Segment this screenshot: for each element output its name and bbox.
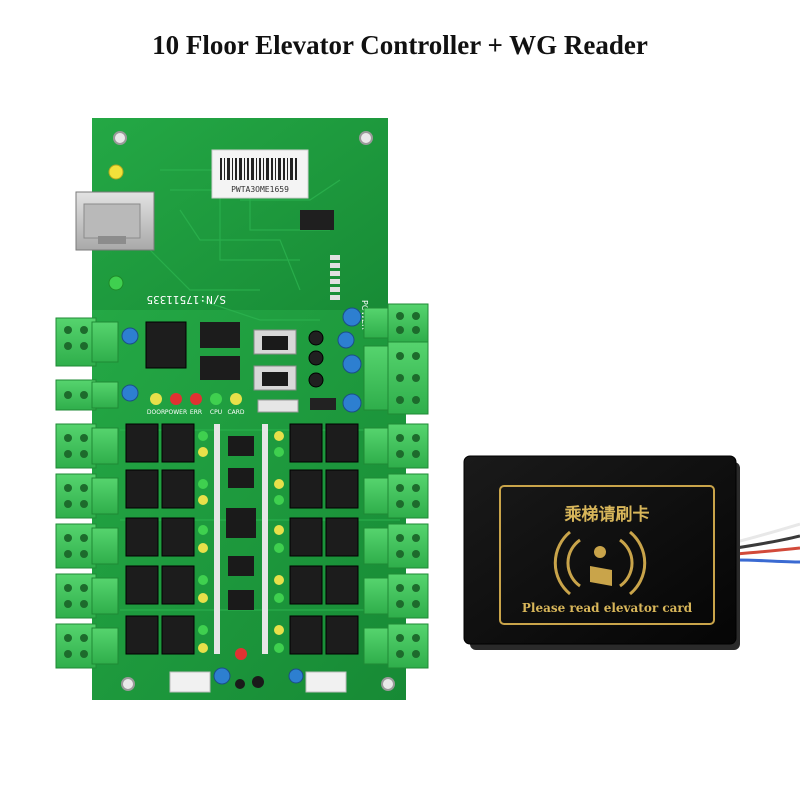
relay <box>161 565 195 605</box>
reader-wires <box>735 522 800 564</box>
green-led <box>108 275 124 291</box>
reader-frame <box>499 485 715 625</box>
rj45-port <box>75 191 155 251</box>
chip <box>200 356 240 380</box>
capacitor <box>342 354 362 374</box>
page-title: 10 Floor Elevator Controller + WG Reader <box>152 30 648 60</box>
power-relay <box>145 321 187 369</box>
relay <box>125 565 159 605</box>
fuse <box>257 399 299 413</box>
relay <box>325 423 359 463</box>
terminal-blocks-right <box>363 303 429 669</box>
led-label-door: DOOR <box>147 409 165 416</box>
electrolytic-capacitor <box>308 372 324 388</box>
voltage-regulator <box>253 365 297 391</box>
capacitor <box>213 667 231 685</box>
rfid-card-icon <box>553 530 647 596</box>
reader-chinese-label: 乘梯请刷卡 <box>564 504 650 525</box>
relay <box>125 469 159 509</box>
led-label-power: POWER <box>165 409 187 416</box>
relay <box>161 423 195 463</box>
relay <box>289 517 323 557</box>
capacitor <box>121 384 139 402</box>
yellow-led <box>108 164 124 180</box>
relay <box>325 517 359 557</box>
relay <box>289 615 323 655</box>
mount-hole <box>359 131 373 145</box>
barcode-text: PWTA3OME1659 <box>231 185 289 194</box>
relay <box>125 615 159 655</box>
status-led <box>230 393 242 405</box>
relay <box>289 423 323 463</box>
capacitor <box>342 393 362 413</box>
chip <box>200 322 240 348</box>
serial-label: S/N:17511335 <box>147 293 226 306</box>
card-reader: 乘梯请刷卡 Please read elevator card <box>463 455 800 650</box>
status-led <box>170 393 182 405</box>
bottom-connector <box>169 671 211 693</box>
controller-board: PWTA3OME1659 S/N:17511335 POWER <box>55 118 429 700</box>
status-led <box>190 393 202 405</box>
led-label-err: ERR <box>190 409 202 416</box>
capacitor <box>337 331 355 349</box>
voltage-regulator <box>253 329 297 355</box>
mount-hole <box>381 677 395 691</box>
relay <box>325 565 359 605</box>
chip <box>310 398 336 410</box>
relay <box>289 469 323 509</box>
chip <box>228 590 254 610</box>
relay <box>125 423 159 463</box>
chip <box>226 508 256 538</box>
relay <box>161 615 195 655</box>
relay <box>289 565 323 605</box>
status-led <box>210 393 222 405</box>
chip <box>228 436 254 456</box>
mount-hole <box>121 677 135 691</box>
relay <box>161 517 195 557</box>
mount-hole <box>113 131 127 145</box>
capacitor <box>342 307 362 327</box>
electrolytic-capacitor <box>308 330 324 346</box>
led-label-card: CARD <box>227 409 244 416</box>
capacitor <box>121 327 139 345</box>
led-label-cpu: CPU <box>210 409 222 416</box>
terminal-blocks-left <box>55 317 119 669</box>
chip <box>228 468 254 488</box>
relay <box>161 469 195 509</box>
bottom-connector <box>305 671 347 693</box>
electrolytic-capacitor <box>308 350 324 366</box>
status-led <box>150 393 162 405</box>
reader-english-label: Please read elevator card <box>522 601 693 615</box>
relay <box>125 517 159 557</box>
chip <box>228 556 254 576</box>
relay <box>325 615 359 655</box>
capacitor <box>288 668 304 684</box>
chip <box>300 210 334 230</box>
relay <box>325 469 359 509</box>
